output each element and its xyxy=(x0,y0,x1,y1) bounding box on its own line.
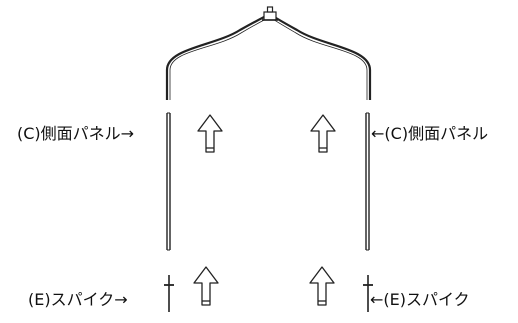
spike-right xyxy=(363,275,373,312)
up-arrow-icon xyxy=(193,266,219,306)
label-spike-left: (E)スパイク→ xyxy=(28,290,128,309)
up-arrow-icon xyxy=(309,266,335,306)
label-side-panel-right: ←(C)側面パネル xyxy=(371,124,488,143)
side-panel-right xyxy=(365,112,370,251)
label-side-panel-left: (C)側面パネル→ xyxy=(17,124,134,143)
top-arch-frame xyxy=(165,13,372,100)
label-spike-right: ←(E)スパイク xyxy=(370,290,470,309)
top-connector-bracket xyxy=(262,6,278,21)
up-arrow-icon xyxy=(310,114,336,153)
side-panel-left xyxy=(166,112,171,251)
up-arrow-icon xyxy=(197,114,223,153)
spike-left xyxy=(164,275,174,312)
